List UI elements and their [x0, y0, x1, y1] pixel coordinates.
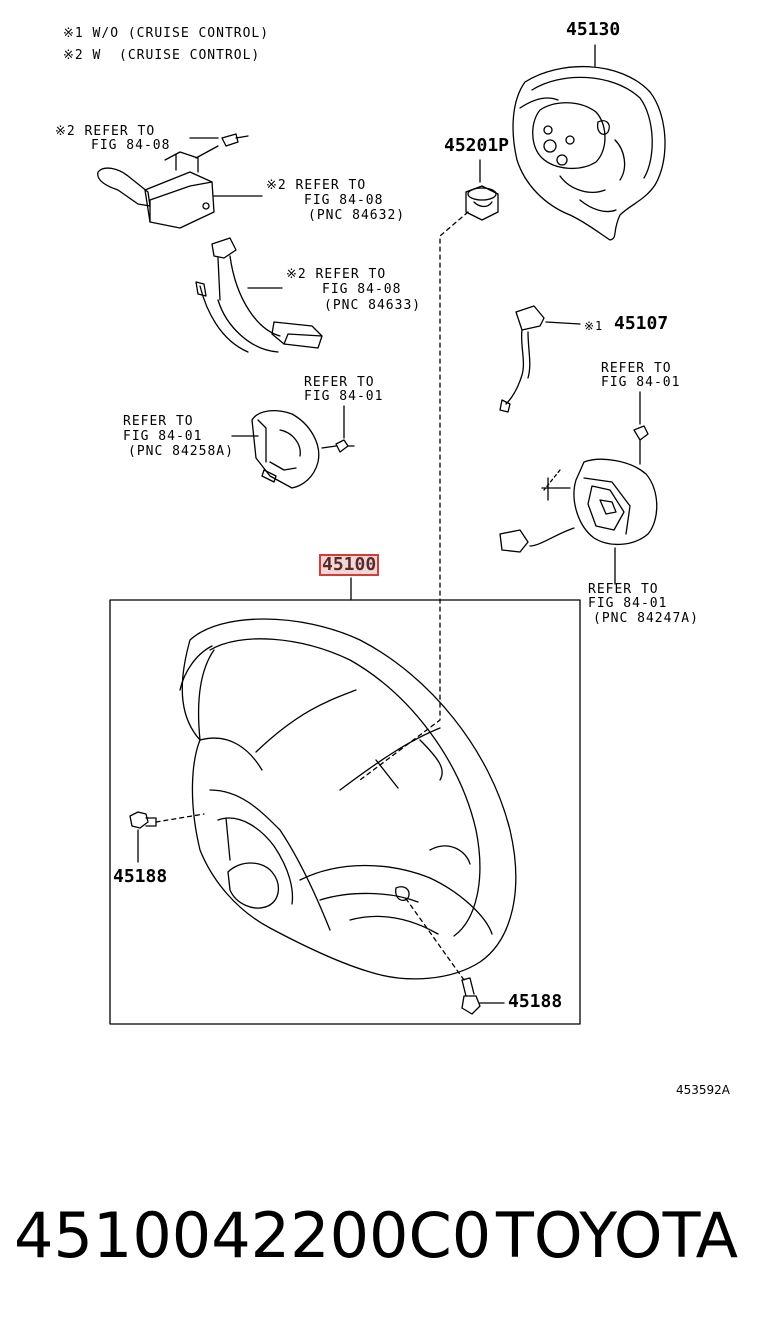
- steering-switch-right-drawing: [499, 391, 658, 585]
- spiral-wire-harness-drawing: [195, 237, 323, 353]
- ref-note-1-line-1: ※2 REFER TO: [55, 124, 156, 139]
- drawing-id: 453592A: [676, 1083, 731, 1097]
- part-label-45100-highlighted[interactable]: 45100: [318, 554, 380, 576]
- damper-leader-dashed: [359, 211, 469, 781]
- footer-brand: TOYOTA: [496, 1199, 739, 1272]
- wheel-assembly-frame: [109, 599, 581, 1025]
- wire-45107-drawing: [499, 305, 581, 413]
- ref-note-4-line-2[interactable]: FIG 84-01: [304, 389, 384, 404]
- ref-note-7-line-2[interactable]: FIG 84-01: [588, 596, 668, 611]
- ref-note-3-line-2[interactable]: FIG 84-08: [322, 282, 402, 297]
- ref-note-5-line-2[interactable]: FIG 84-01: [123, 429, 203, 444]
- legend-line-2: ※2 W (CRUISE CONTROL): [63, 48, 261, 63]
- bolt-right-drawing: [403, 895, 505, 1015]
- part-label-45107[interactable]: 45107: [614, 313, 669, 334]
- ref-note-5-line-3: (PNC 84258A): [128, 444, 234, 459]
- damper-drawing: [465, 159, 499, 221]
- ref-note-6-line-2[interactable]: FIG 84-01: [601, 375, 681, 390]
- ref-note-3-line-3: (PNC 84633): [324, 298, 422, 313]
- bolt-left-drawing: [129, 811, 205, 863]
- part-label-45188-right[interactable]: 45188: [508, 991, 563, 1012]
- part-label-45188-left[interactable]: 45188: [113, 866, 168, 887]
- ref-note-4-line-1: REFER TO: [304, 375, 375, 390]
- ref-note-7-line-3: (PNC 84247A): [593, 611, 699, 626]
- steering-wheel-drawing: [179, 618, 517, 980]
- part-label-45201p[interactable]: 45201P: [444, 135, 510, 156]
- part-45107-mark: ※1: [584, 319, 604, 333]
- ref-note-5-line-1: REFER TO: [123, 414, 194, 429]
- ref-note-3-line-1: ※2 REFER TO: [286, 267, 387, 282]
- ref-note-2-line-2[interactable]: FIG 84-08: [304, 193, 384, 208]
- ref-note-1-line-2[interactable]: FIG 84-08: [91, 138, 171, 153]
- ref-note-2-line-3: (PNC 84632): [308, 208, 406, 223]
- horn-pad-airbag-drawing: [512, 44, 666, 241]
- footer-part-number: 4510042200C0: [14, 1199, 492, 1272]
- ref-note-7-line-1: REFER TO: [588, 582, 659, 597]
- ref-note-6-line-1: REFER TO: [601, 361, 672, 376]
- ref-note-2-line-1: ※2 REFER TO: [266, 178, 367, 193]
- part-label-45130[interactable]: 45130: [566, 19, 621, 40]
- steering-pad-switch-drawing: [231, 405, 355, 489]
- cruise-switch-lever-drawing: [97, 133, 263, 229]
- legend-line-1: ※1 W/O (CRUISE CONTROL): [63, 26, 270, 41]
